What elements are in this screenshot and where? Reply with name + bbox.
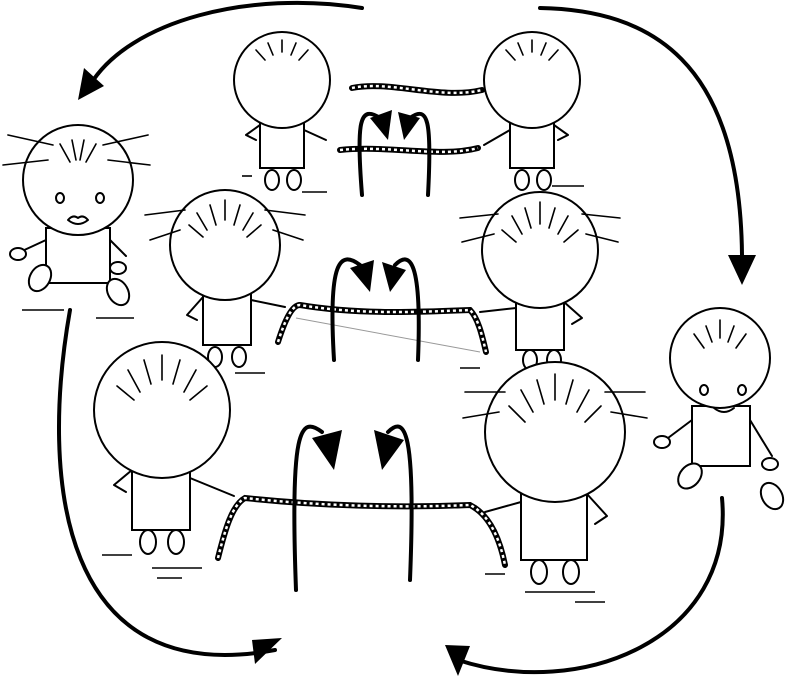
rope-turner-child bbox=[144, 189, 306, 374]
circulation-arrow bbox=[57, 308, 282, 664]
jumping-child bbox=[2, 124, 151, 319]
rope-turner-child bbox=[233, 31, 331, 193]
jump-over-arrow bbox=[357, 110, 392, 197]
circulation-arrow bbox=[445, 496, 725, 676]
jump-over-arrow bbox=[330, 257, 374, 362]
rope-turner-child bbox=[93, 341, 235, 579]
circulation-arrow bbox=[538, 6, 756, 285]
jump-over-arrow bbox=[292, 424, 342, 592]
rope-turner-child bbox=[459, 191, 621, 371]
jump-over-arrow bbox=[398, 111, 432, 197]
jump-over-arrow bbox=[374, 424, 414, 582]
circulation-arrow bbox=[78, 0, 364, 100]
rope-turner-child bbox=[462, 361, 648, 603]
jump-rope bbox=[215, 494, 508, 568]
jump-over-arrow bbox=[382, 257, 421, 362]
rope-turner-child bbox=[483, 31, 584, 191]
jumping-child bbox=[653, 307, 785, 511]
jump-rope bbox=[275, 301, 489, 355]
jump-rope bbox=[337, 83, 485, 155]
